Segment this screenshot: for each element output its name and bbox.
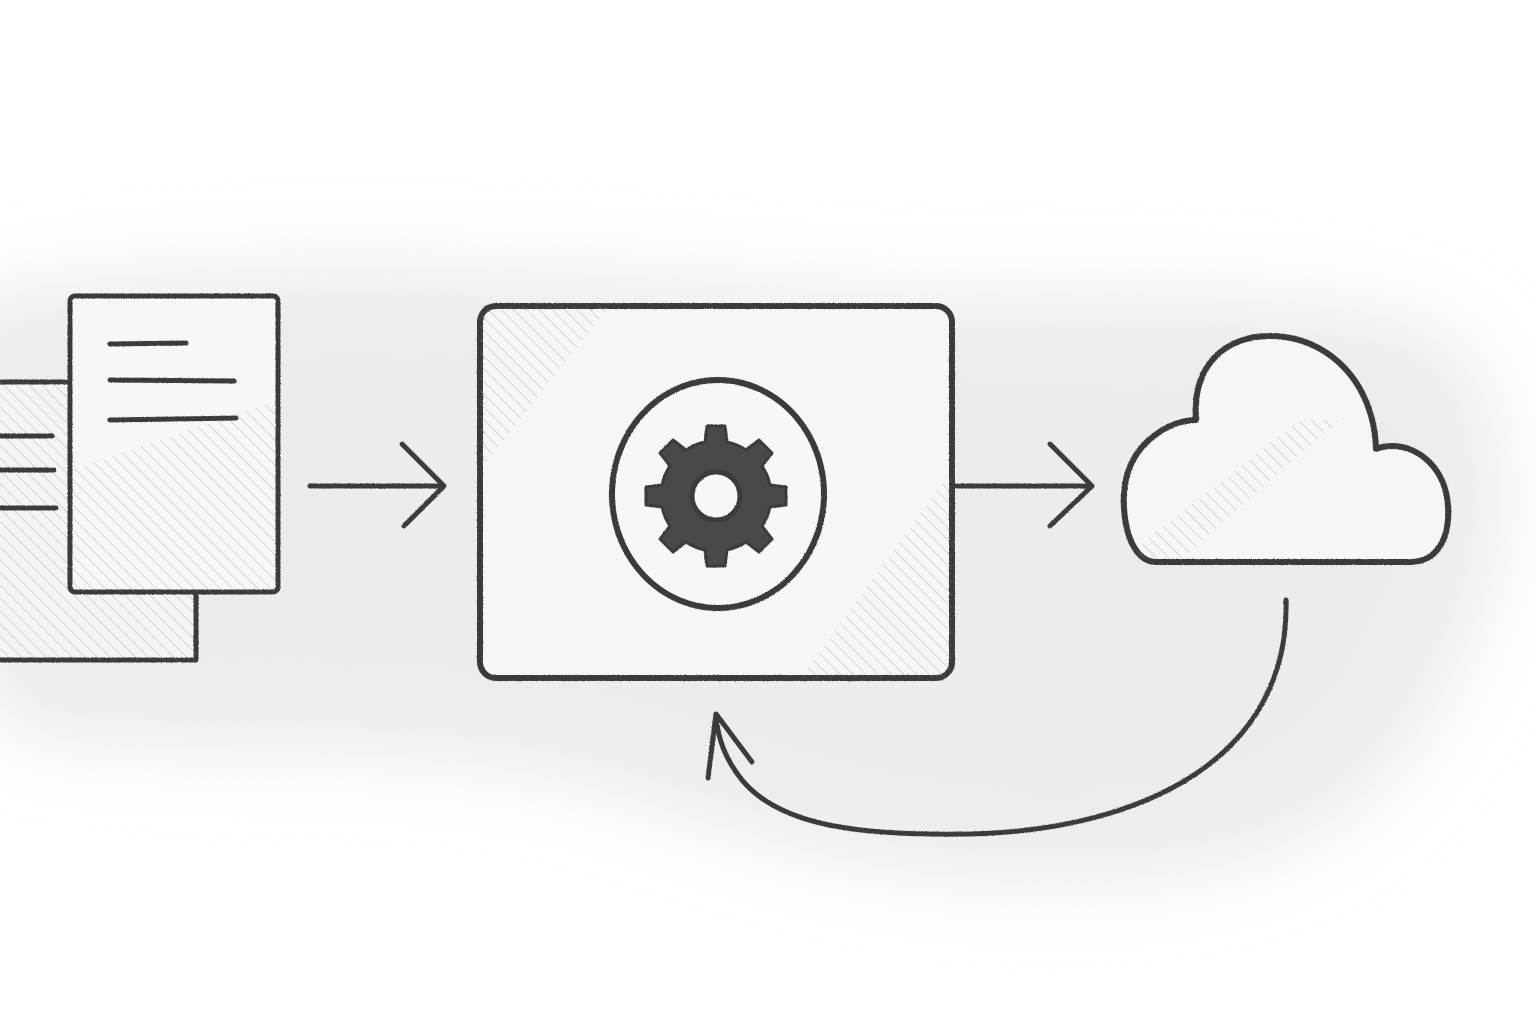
back-document-lines <box>0 433 59 511</box>
cloud-icon <box>1120 333 1452 565</box>
front-document-lines <box>107 340 239 423</box>
document-stack-icon <box>0 293 281 663</box>
processor-node <box>477 303 955 681</box>
gear-icon <box>644 424 788 568</box>
cloud-node <box>1120 333 1452 565</box>
documents-node <box>0 293 281 663</box>
arrow-documents-to-processor <box>307 441 447 529</box>
arrow-cloud-to-processor <box>705 597 1289 837</box>
arrow-processor-to-cloud <box>953 441 1095 529</box>
